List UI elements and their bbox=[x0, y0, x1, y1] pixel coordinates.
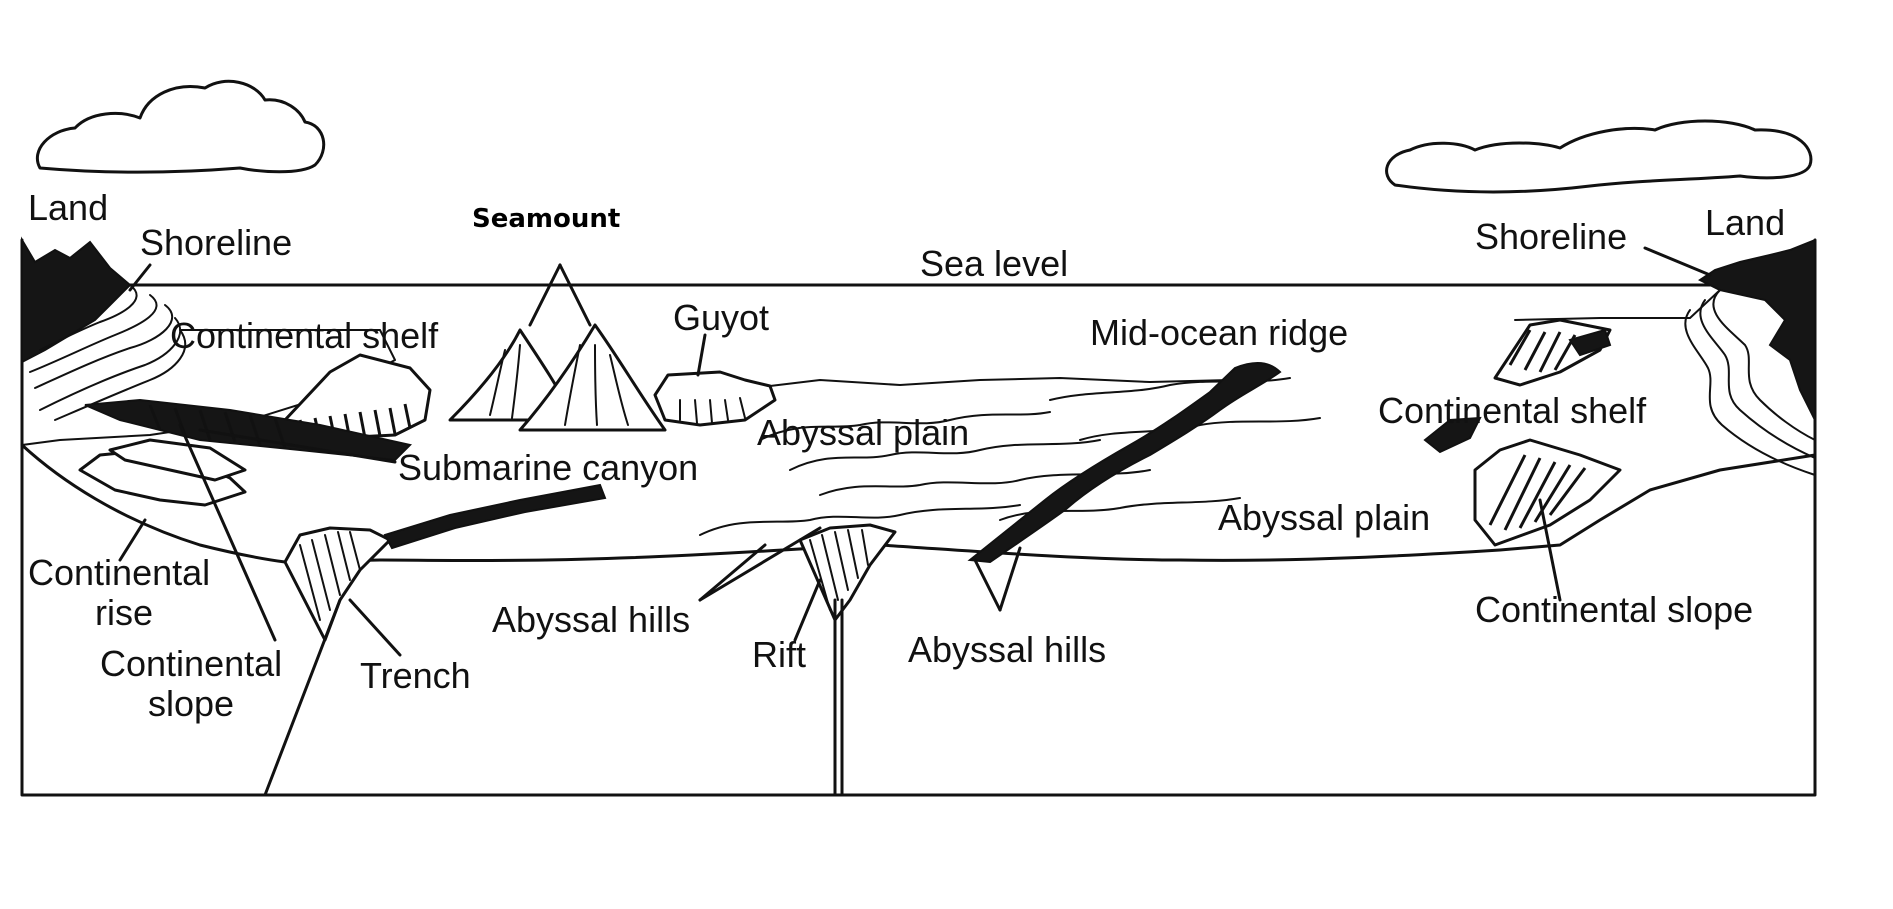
right-slope-dark-tip bbox=[1423, 416, 1482, 454]
land-left-shape bbox=[21, 236, 132, 364]
seamount-label: Seamount bbox=[472, 204, 620, 234]
left-shore-bands bbox=[29, 284, 187, 421]
ocean-floor-line bbox=[20, 443, 1817, 564]
mid-ocean-ridge-band bbox=[967, 362, 1282, 564]
continental-rise-left-b bbox=[108, 438, 247, 482]
right-shelf-upper-block bbox=[1493, 318, 1612, 387]
right-slope-lower-block bbox=[1473, 438, 1622, 547]
land-left-label: Land bbox=[28, 187, 108, 228]
abyssal-plain-right-label: Abyssal plain bbox=[1218, 497, 1430, 538]
rift-shape bbox=[798, 523, 897, 622]
continental-rise-label-2: rise bbox=[95, 592, 153, 633]
seamount-hatching bbox=[489, 344, 629, 426]
sea-level-label: Sea level bbox=[920, 243, 1068, 284]
continental-slope-right-label: Continental slope bbox=[1475, 589, 1753, 630]
continental-shelf-right-label: Continental shelf bbox=[1378, 390, 1647, 431]
shoreline-right-label: Shoreline bbox=[1475, 216, 1627, 257]
ocean-block-outline bbox=[20, 238, 1817, 797]
guyot-hatching bbox=[679, 397, 746, 424]
right-slope-hatching bbox=[1488, 454, 1587, 531]
rift-label: Rift bbox=[752, 634, 806, 675]
left-shelf-surface bbox=[21, 329, 396, 446]
continental-shelf-left-label: Continental shelf bbox=[170, 315, 439, 356]
submarine-canyon-label: Submarine canyon bbox=[398, 447, 698, 488]
leader-lines bbox=[118, 246, 1712, 657]
cloud-right bbox=[1385, 119, 1813, 194]
rift-hatching bbox=[809, 529, 869, 611]
shoreline-left-label: Shoreline bbox=[140, 222, 292, 263]
land-right-label: Land bbox=[1705, 202, 1785, 243]
subduction-fault-line bbox=[263, 598, 342, 797]
abyssal-plain-center-label: Abyssal plain bbox=[757, 412, 969, 453]
cloud-left bbox=[36, 79, 326, 174]
trench-label: Trench bbox=[360, 655, 471, 696]
guyot-label: Guyot bbox=[673, 297, 769, 338]
continental-slope-left-label-2: slope bbox=[148, 683, 234, 724]
trench-hatching bbox=[299, 531, 361, 621]
right-shore-bands bbox=[1684, 289, 1816, 476]
continental-slope-left-label-1: Continental bbox=[100, 643, 282, 684]
right-shelf-dark-tip bbox=[1568, 328, 1612, 357]
right-shelf-upper-hatching bbox=[1508, 329, 1577, 373]
trench-canyon-streak bbox=[383, 483, 607, 550]
continental-rise-label-1: Continental bbox=[28, 552, 210, 593]
mid-ocean-ridge-label: Mid-ocean ridge bbox=[1090, 312, 1348, 353]
seamount-peak-right bbox=[518, 323, 667, 432]
guyot-shape bbox=[653, 370, 777, 427]
abyssal-hills-center-label: Abyssal hills bbox=[908, 629, 1106, 670]
right-shelf-surface bbox=[1514, 289, 1721, 321]
abyssal-hills-left-label: Abyssal hills bbox=[492, 599, 690, 640]
abyssal-plain-outline bbox=[769, 377, 1231, 387]
land-right-shape bbox=[1698, 238, 1816, 421]
